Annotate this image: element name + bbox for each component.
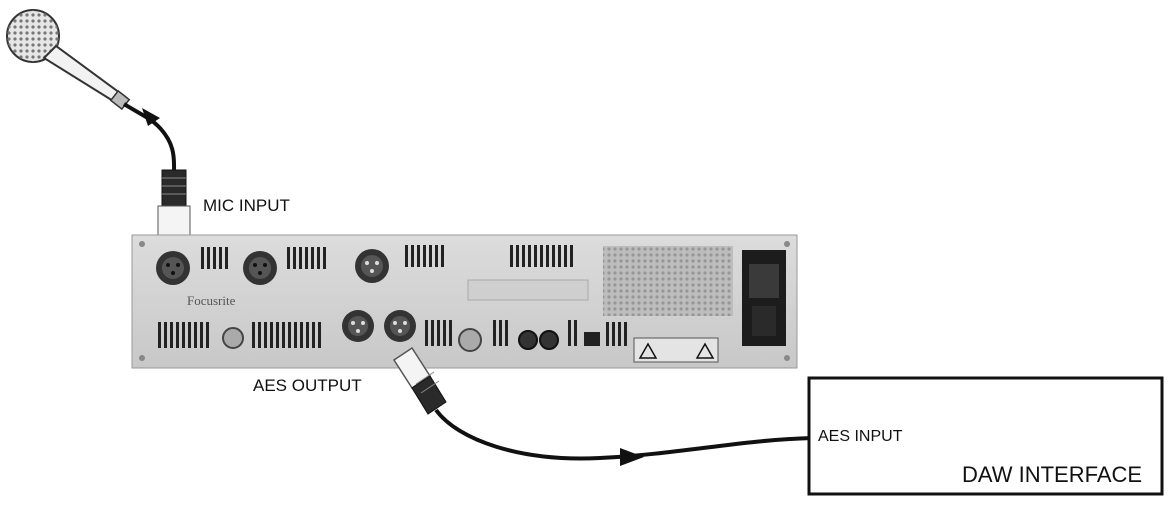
vent-slots (158, 320, 627, 348)
xlr-connector-icon (392, 346, 447, 415)
daw-interface-box (807, 376, 1164, 496)
bnc-connector (222, 327, 244, 349)
xlr-connector-icon (157, 169, 191, 239)
jack-socket (539, 330, 559, 350)
spec-plate (467, 279, 589, 301)
brand-logo: Focusrite (187, 293, 236, 308)
power-inlet (742, 250, 786, 346)
bnc-connector (458, 328, 482, 352)
aes-cable (434, 408, 813, 461)
xlr-socket (342, 310, 374, 342)
microphone-icon (6, 9, 131, 111)
daw-interface-label: DAW INTERFACE (962, 462, 1143, 487)
rear-panel (131, 234, 798, 369)
arrow-icon (620, 448, 644, 466)
mic-input-label: MIC INPUT (203, 196, 290, 215)
mic-cable (122, 102, 177, 173)
aes-input-label: AES INPUT (818, 428, 903, 445)
usb-port (584, 332, 600, 346)
arrow-icon (142, 108, 160, 126)
xlr-socket (156, 251, 190, 285)
jack-socket (518, 330, 538, 350)
vent-slots (201, 245, 573, 269)
xlr-socket (243, 251, 277, 285)
xlr-socket (384, 310, 416, 342)
xlr-socket (355, 249, 389, 283)
aes-output-label: AES OUTPUT (253, 376, 362, 395)
